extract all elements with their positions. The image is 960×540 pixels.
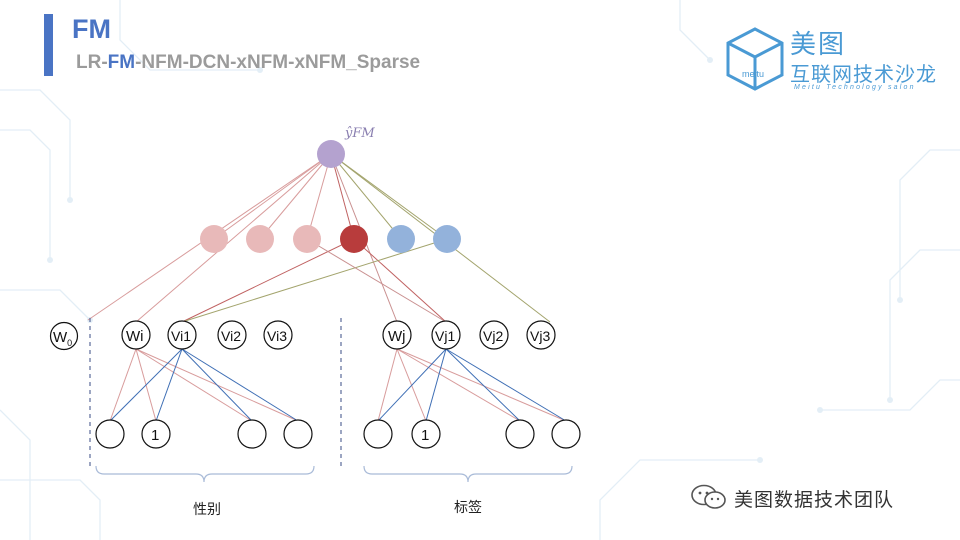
vj3-node xyxy=(526,320,556,350)
input-value: 1 xyxy=(151,427,159,444)
right-embedding-nodes: Wj Vj1 Vj2 Vj3 xyxy=(382,320,556,350)
right-group-edges xyxy=(377,348,567,422)
brace-right xyxy=(363,465,573,483)
logo-english: Meitu Technology salon xyxy=(794,84,916,91)
input-nodes: 1 1 xyxy=(95,419,581,449)
vj1-node xyxy=(431,320,461,350)
logo-subtitle: 互联网技术沙龙 xyxy=(790,64,937,86)
hidden-node xyxy=(200,225,228,253)
hidden-node xyxy=(246,225,274,253)
title-accent-bar xyxy=(44,14,53,76)
subtitle-part-lr: LR- xyxy=(76,52,108,73)
input-node xyxy=(363,419,393,449)
page-subtitle: LR-FM-NFM-DCN-xNFM-xNFM_Sparse xyxy=(76,52,420,74)
vi2-label: Vi2 xyxy=(221,328,241,344)
input-node xyxy=(95,419,125,449)
output-label: ŷFM xyxy=(344,126,375,141)
subtitle-part-fm: FM xyxy=(107,52,136,73)
hidden-node xyxy=(433,225,461,253)
left-group-edges xyxy=(109,348,299,422)
input-node xyxy=(505,419,535,449)
input-node xyxy=(141,419,171,449)
hidden-node xyxy=(293,225,321,253)
output-node xyxy=(317,140,345,168)
group-label-tags: 标签 xyxy=(454,499,482,515)
input-node xyxy=(237,419,267,449)
wj-node xyxy=(382,320,412,350)
page-title: FM xyxy=(72,14,111,44)
vi1-node xyxy=(167,320,197,350)
wechat-account-name: 美图数据技术团队 xyxy=(734,490,895,511)
w0-node xyxy=(49,321,79,351)
vi2-node xyxy=(217,320,247,350)
wi-label: Wi xyxy=(126,328,144,345)
input-node xyxy=(283,419,313,449)
wi-node xyxy=(121,320,151,350)
subtitle-part-rest: -NFM-DCN-xNFM-xNFM_Sparse xyxy=(135,52,421,73)
meitu-salon-logo: meitu 美图 互联网技术沙龙 Meitu Technology salon xyxy=(724,26,944,96)
vj2-node xyxy=(479,320,509,350)
logo-cube-text: meitu xyxy=(742,69,764,79)
brace-left xyxy=(95,465,315,483)
vi3-label: Vi3 xyxy=(267,328,287,344)
vi1-label: Vi1 xyxy=(171,328,191,344)
logo-cube-icon: meitu xyxy=(726,27,784,91)
input-value: 1 xyxy=(421,427,429,444)
hidden-node-highlight xyxy=(340,225,368,253)
vj3-label: Vj3 xyxy=(530,328,550,344)
wechat-icon xyxy=(691,484,726,509)
wj-label: Wj xyxy=(388,328,406,345)
input-node xyxy=(411,419,441,449)
group-label-gender: 性别 xyxy=(193,501,221,517)
logo-title: 美图 xyxy=(790,29,847,59)
input-node xyxy=(551,419,581,449)
vj1-label: Vj1 xyxy=(435,328,455,344)
hidden-node xyxy=(387,225,415,253)
left-embedding-nodes: Wi Vi1 Vi2 Vi3 xyxy=(121,320,293,350)
wechat-watermark: 美图数据技术团队 xyxy=(690,484,930,511)
vj2-label: Vj2 xyxy=(483,328,503,344)
vi3-node xyxy=(263,320,293,350)
